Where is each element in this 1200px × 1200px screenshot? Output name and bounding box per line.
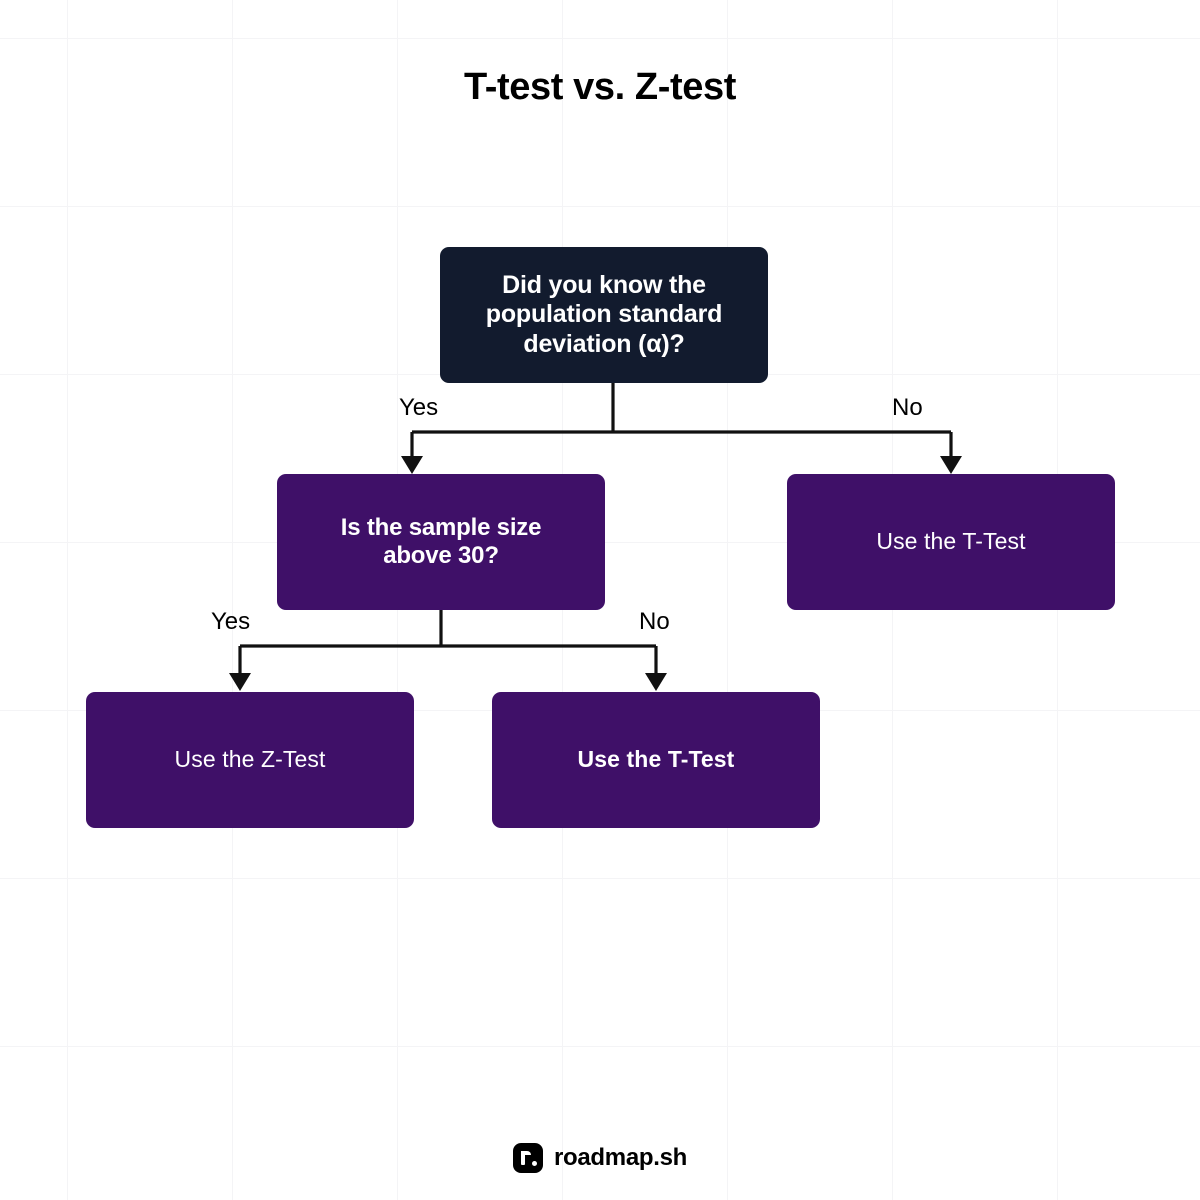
node-use-t-test-bottom[interactable]: Use the T-Test [492,692,820,828]
node-use-t-test-bottom-label: Use the T-Test [577,746,735,773]
roadmap-logo-dot [531,1161,537,1166]
edge-label-root-no: No [892,394,923,421]
edge-label-root-yes: Yes [399,394,439,421]
roadmap-logo-icon [512,1143,543,1173]
footer-brand[interactable]: roadmap.sh [0,1143,1200,1173]
node-root-question[interactable]: Did you know the population standard dev… [440,247,768,383]
node-use-z-test-label: Use the Z-Test [174,746,326,773]
arrowhead-root-yes [401,456,423,474]
page-title: T-test vs. Z-test [464,66,736,108]
arrowhead-sample-yes [229,673,251,691]
edge-label-sample-yes: Yes [211,608,251,635]
node-use-t-test-right-label: Use the T-Test [876,528,1026,555]
node-sample-size-label: Is the sample size above 30? [340,513,542,569]
arrowhead-sample-no [645,673,667,691]
arrowhead-root-no [940,456,962,474]
node-use-t-test-right[interactable]: Use the T-Test [787,474,1115,610]
node-root-label: Did you know the population standard dev… [485,270,723,358]
node-use-z-test[interactable]: Use the Z-Test [86,692,414,828]
brand-name: roadmap.sh [553,1144,688,1171]
edge-label-sample-no: No [639,608,670,635]
node-sample-size-question[interactable]: Is the sample size above 30? [277,474,605,610]
